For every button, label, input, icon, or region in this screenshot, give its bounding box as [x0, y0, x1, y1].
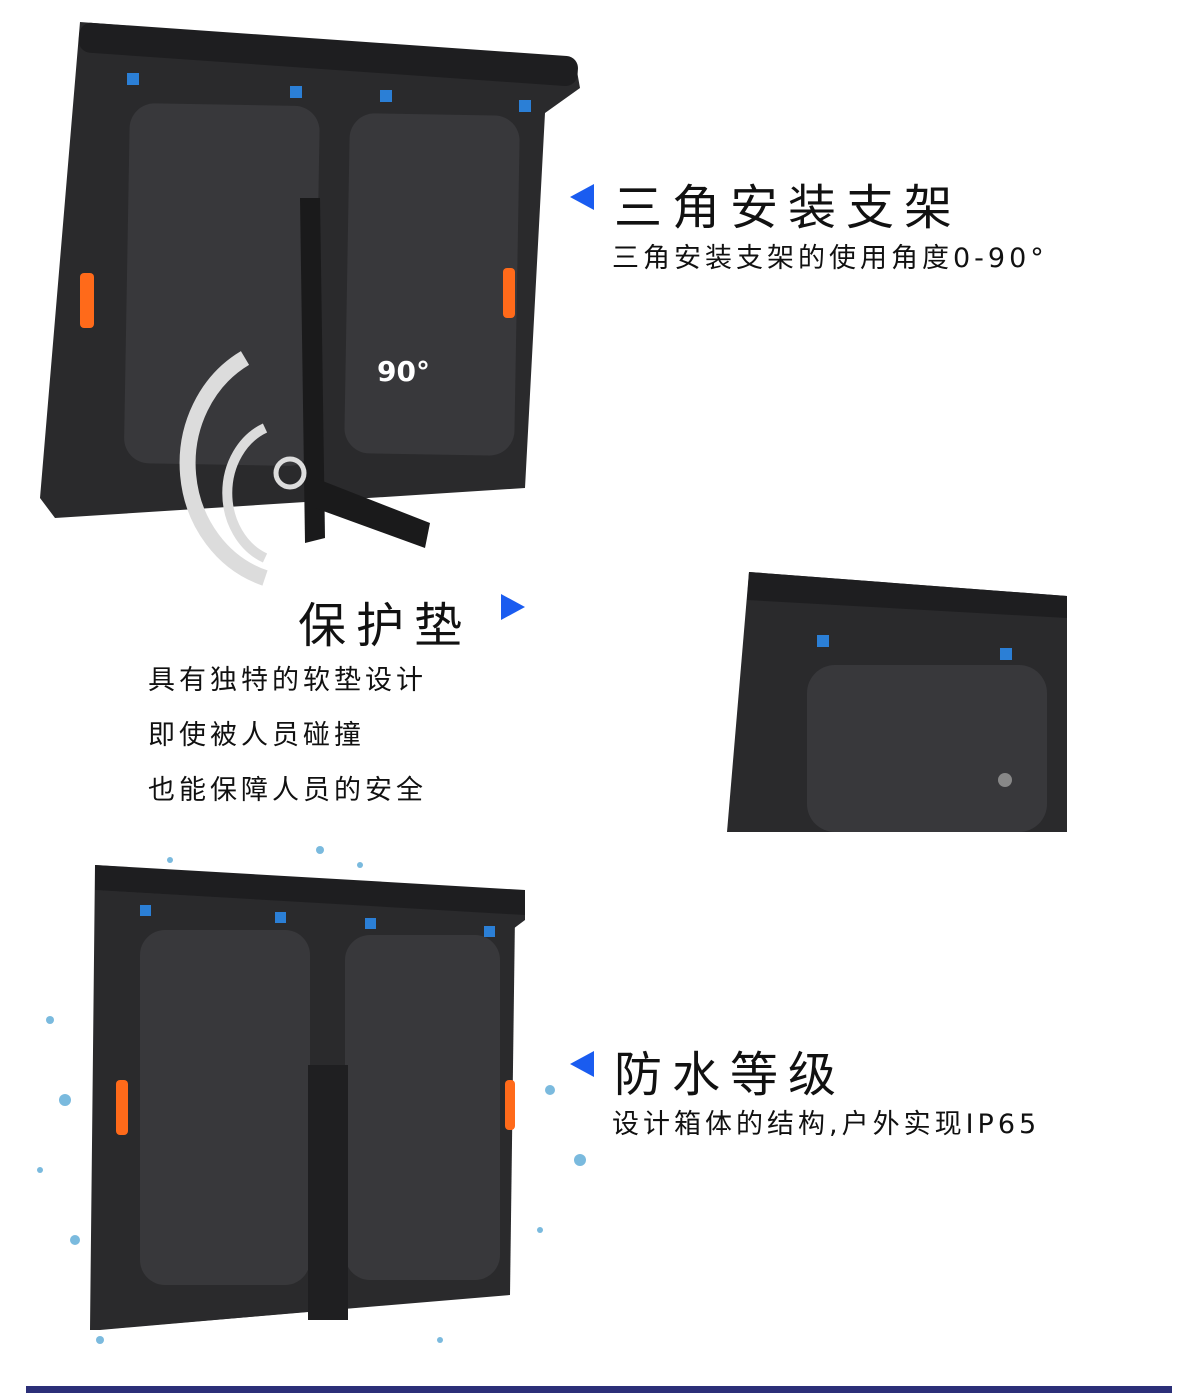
waterproof-cabinet-image: [37, 846, 586, 1344]
waterproof-title: 防水等级: [614, 1047, 847, 1103]
angle-label: 90°: [377, 355, 430, 388]
pointer-left-icon: [570, 1051, 594, 1077]
bottom-divider-bar: [26, 1386, 1172, 1393]
pad-line-1: 具有独特的软垫设计: [148, 665, 427, 696]
pad-line-2: 即使被人员碰撞: [148, 720, 365, 751]
bracket-description: 三角安装支架的使用角度0-90°: [612, 243, 1048, 274]
waterproof-description: 设计箱体的结构,户外实现IP65: [612, 1109, 1041, 1140]
bracket-title: 三角安装支架: [614, 180, 963, 236]
protective-pad-detail-image: [727, 572, 1067, 832]
pointer-right-icon: [501, 594, 525, 620]
cabinet-with-bracket-image: [40, 22, 580, 586]
pointer-left-icon: [570, 184, 594, 210]
pad-line-3: 也能保障人员的安全: [148, 775, 427, 806]
pad-title: 保护垫: [298, 598, 473, 654]
